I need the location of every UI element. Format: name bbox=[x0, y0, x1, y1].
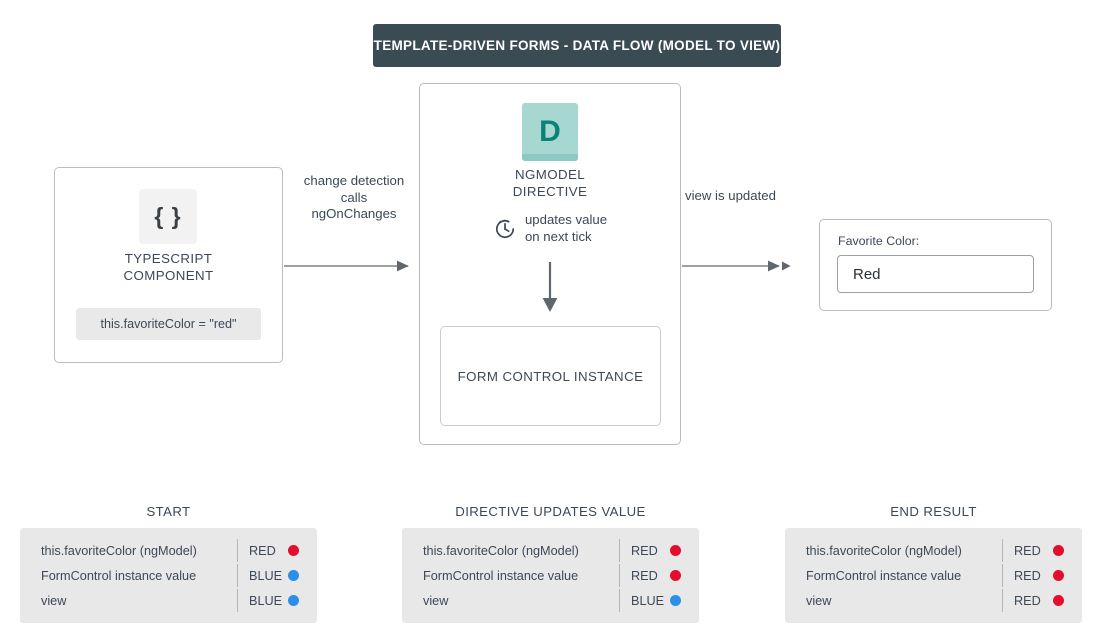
state-table-row: FormControl instance value RED bbox=[402, 563, 699, 588]
curly-braces-icon: { } bbox=[139, 189, 197, 244]
state-row-name: this.favoriteColor (ngModel) bbox=[41, 543, 197, 558]
state-table-title-end-result: END RESULT bbox=[890, 504, 977, 519]
state-row-name: view bbox=[423, 593, 449, 608]
state-row-name: view bbox=[41, 593, 67, 608]
state-table-row: FormControl instance value RED bbox=[785, 563, 1082, 588]
form-control-instance-box: FORM CONTROL INSTANCE bbox=[440, 326, 661, 426]
state-row-name: FormControl instance value bbox=[423, 568, 579, 583]
state-row-divider bbox=[1002, 564, 1003, 587]
connector-label-change-detection: change detection calls ngOnChanges bbox=[285, 173, 423, 223]
state-table-row: view BLUE bbox=[402, 588, 699, 613]
favorite-color-label: Favorite Color: bbox=[838, 234, 920, 248]
state-row-value: BLUE bbox=[249, 568, 283, 583]
state-table-start: this.favoriteColor (ngModel) RED FormContr… bbox=[20, 528, 317, 623]
state-row-value: RED bbox=[249, 543, 276, 558]
directive-down-arrow bbox=[542, 262, 558, 312]
state-row-divider bbox=[619, 539, 620, 562]
state-row-divider bbox=[619, 564, 620, 587]
typescript-component-code-text: this.favoriteColor = "red" bbox=[100, 317, 237, 331]
connector-label-right-text: view is updated bbox=[685, 188, 776, 203]
state-row-name: this.favoriteColor (ngModel) bbox=[806, 543, 962, 558]
state-table-title-directive-updates: DIRECTIVE UPDATES VALUE bbox=[455, 504, 646, 519]
ngmodel-directive-label: NGMODEL DIRECTIVE bbox=[512, 167, 588, 199]
state-row-divider bbox=[1002, 589, 1003, 612]
state-table-row: view RED bbox=[785, 588, 1082, 613]
state-row-color-dot bbox=[1053, 595, 1064, 606]
state-row-color-dot bbox=[670, 545, 681, 556]
state-row-divider bbox=[1002, 539, 1003, 562]
state-row-divider bbox=[237, 564, 238, 587]
directive-icon: D bbox=[522, 103, 578, 161]
state-row-divider bbox=[619, 589, 620, 612]
connector-label-view-updated: view is updated bbox=[685, 188, 845, 205]
directive-icon-glyph: D bbox=[539, 115, 561, 148]
typescript-component-code-chip: this.favoriteColor = "red" bbox=[76, 308, 261, 340]
typescript-component-label: TYPESCRIPT COMPONENT bbox=[123, 251, 214, 283]
state-row-value: RED bbox=[631, 543, 658, 558]
state-row-name: FormControl instance value bbox=[806, 568, 962, 583]
state-row-color-dot bbox=[670, 570, 681, 581]
state-row-color-dot bbox=[288, 595, 299, 606]
state-row-value: RED bbox=[1014, 568, 1041, 583]
state-row-value: BLUE bbox=[249, 593, 283, 608]
diagram-title-banner: TEMPLATE-DRIVEN FORMS - DATA FLOW (MODEL… bbox=[373, 24, 781, 67]
state-table-row: this.favoriteColor (ngModel) RED bbox=[785, 538, 1082, 563]
state-row-color-dot bbox=[1053, 545, 1064, 556]
state-row-divider bbox=[237, 539, 238, 562]
state-table-row: view BLUE bbox=[20, 588, 317, 613]
state-row-color-dot bbox=[670, 595, 681, 606]
favorite-color-input[interactable]: Red bbox=[837, 255, 1034, 293]
state-row-name: FormControl instance value bbox=[41, 568, 197, 583]
state-table-row: this.favoriteColor (ngModel) RED bbox=[402, 538, 699, 563]
favorite-color-input-value: Red bbox=[853, 265, 881, 283]
state-row-value: BLUE bbox=[631, 593, 665, 608]
state-table-title-start: START bbox=[146, 504, 191, 519]
connector-label-left-line1: change detection calls ngOnChanges bbox=[303, 173, 405, 221]
curly-braces-glyph: { } bbox=[154, 203, 182, 229]
state-row-divider bbox=[237, 589, 238, 612]
state-row-value: RED bbox=[1014, 543, 1041, 558]
state-row-color-dot bbox=[1053, 570, 1064, 581]
clock-icon bbox=[495, 219, 514, 238]
diagram-title-text: TEMPLATE-DRIVEN FORMS - DATA FLOW (MODEL… bbox=[373, 38, 781, 53]
state-row-value: RED bbox=[631, 568, 658, 583]
state-row-value: RED bbox=[1014, 593, 1041, 608]
updates-on-next-tick-text: updates value on next tick bbox=[524, 212, 608, 244]
state-row-color-dot bbox=[288, 570, 299, 581]
state-table-row: this.favoriteColor (ngModel) RED bbox=[20, 538, 317, 563]
updates-on-next-tick-note: updates value on next tick bbox=[419, 212, 681, 245]
state-row-name: view bbox=[806, 593, 832, 608]
state-table-row: FormControl instance value BLUE bbox=[20, 563, 317, 588]
state-row-color-dot bbox=[288, 545, 299, 556]
state-row-name: this.favoriteColor (ngModel) bbox=[423, 543, 579, 558]
form-control-instance-label: FORM CONTROL INSTANCE bbox=[457, 368, 644, 384]
